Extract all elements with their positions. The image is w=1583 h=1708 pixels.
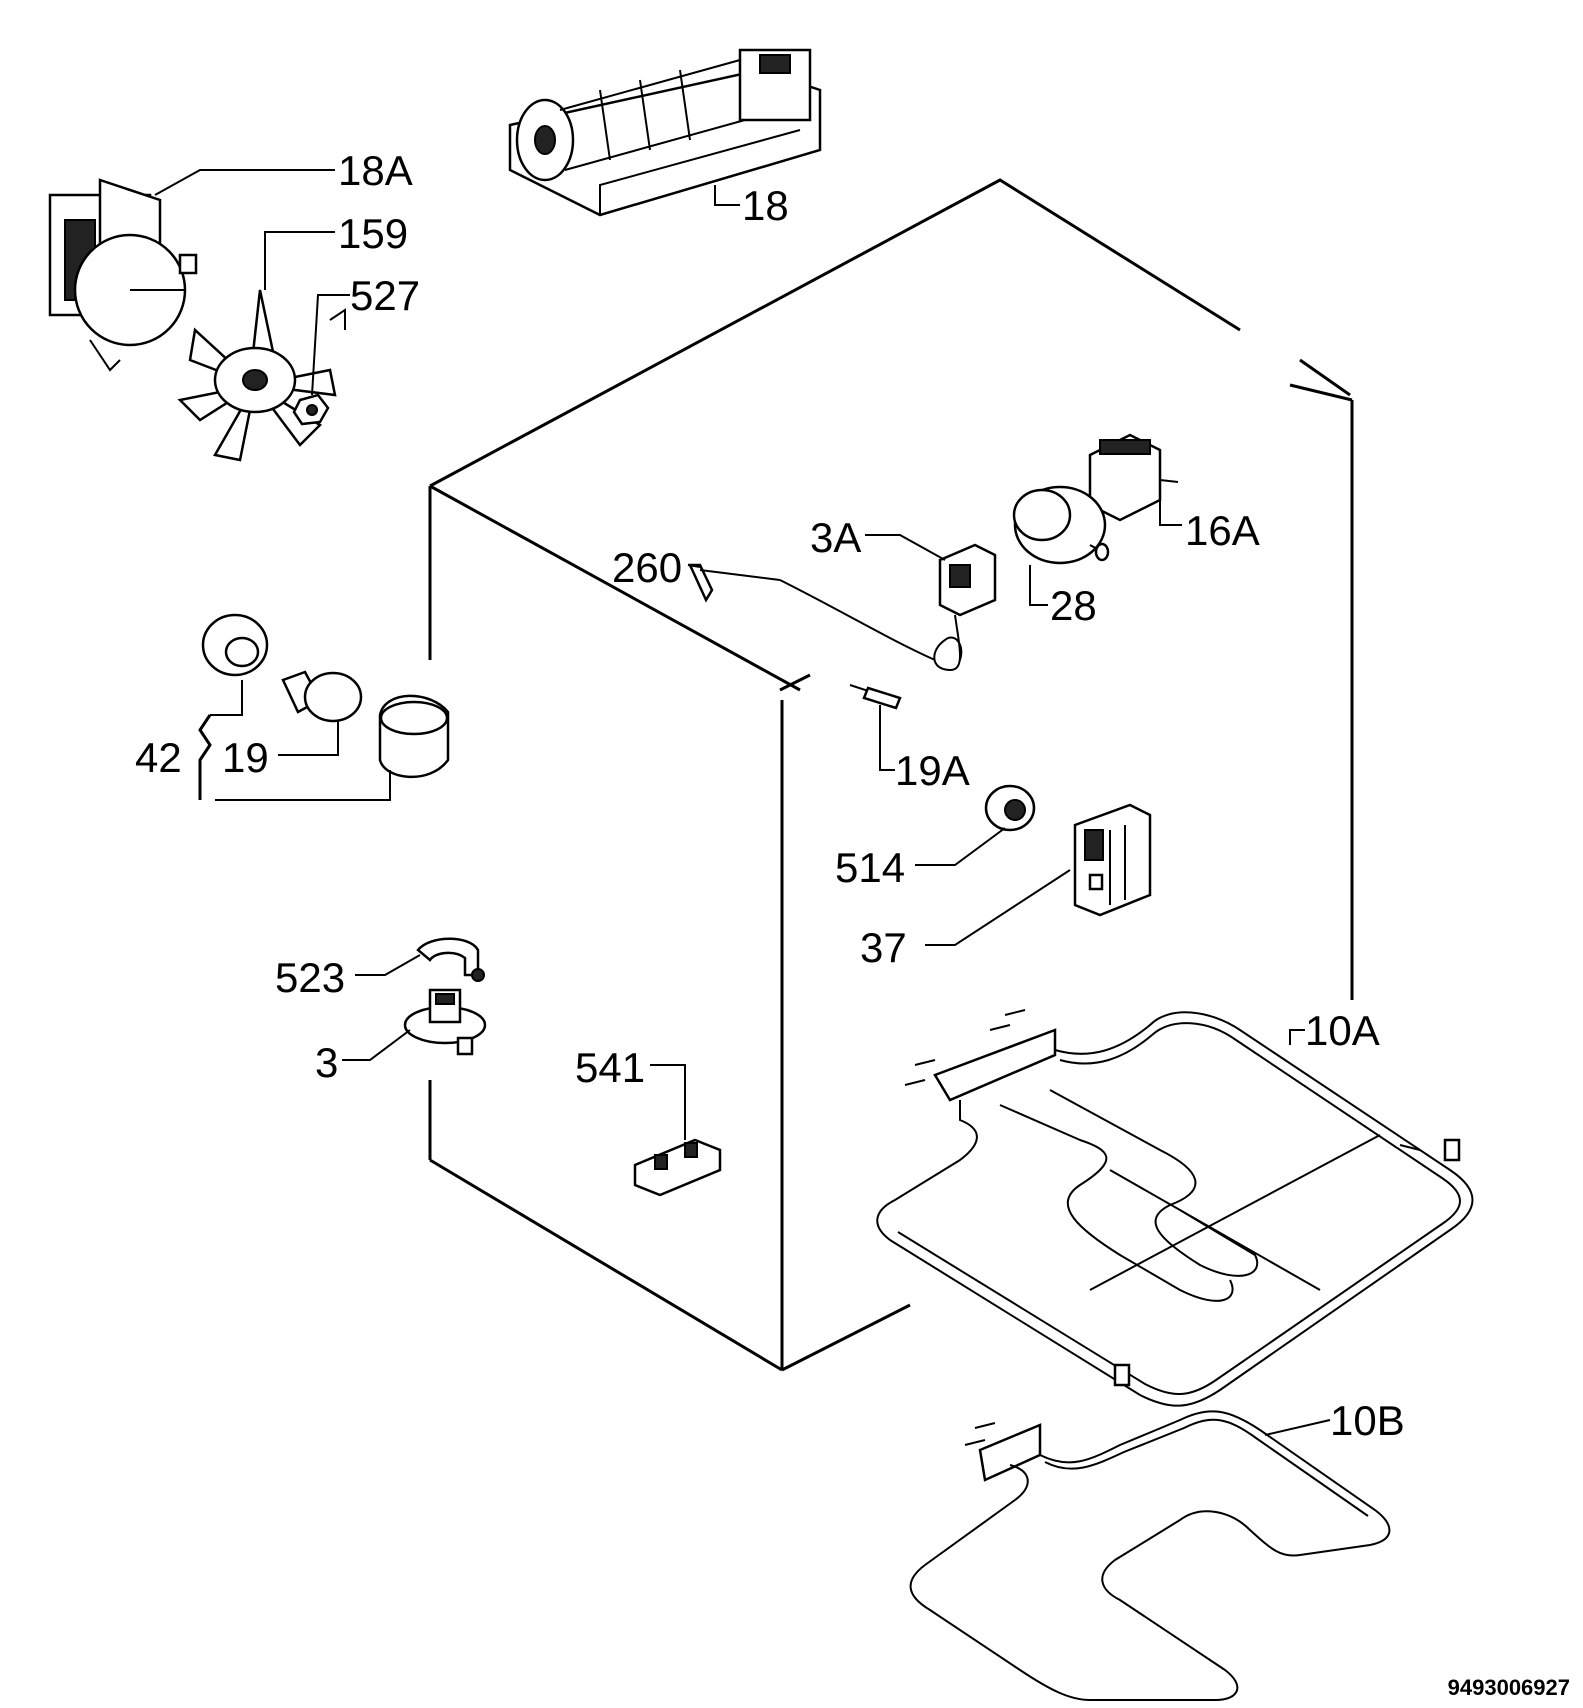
leader-527 bbox=[311, 294, 350, 396]
part-label-19a: 19A bbox=[895, 747, 970, 794]
leader-19 bbox=[278, 720, 339, 756]
part-label-10b: 10B bbox=[1330, 1397, 1405, 1444]
document-number: 9493006927 bbox=[1448, 1675, 1570, 1700]
part-label-28: 28 bbox=[1050, 582, 1097, 629]
leader-10a bbox=[1289, 1029, 1305, 1045]
terminal-block-drawing bbox=[633, 1138, 722, 1197]
safety-thermostat-drawing bbox=[403, 988, 487, 1056]
part-label-16a: 16A bbox=[1185, 507, 1260, 554]
pilot-lamp-drawing bbox=[849, 684, 902, 710]
leader-159 bbox=[264, 231, 335, 290]
leader-28 bbox=[1029, 565, 1048, 606]
part-label-10a: 10A bbox=[1305, 1007, 1380, 1054]
bottom-element-10b-drawing bbox=[909, 1410, 1391, 1701]
tangential-fan-drawing bbox=[508, 48, 822, 217]
part-label-260: 260 bbox=[612, 544, 682, 591]
thermostat-drawing bbox=[933, 543, 997, 672]
part-label-42: 42 bbox=[135, 734, 182, 781]
leader-16a bbox=[1159, 500, 1182, 526]
grommet-drawing bbox=[984, 784, 1036, 832]
lamp-assembly-drawing bbox=[201, 613, 450, 779]
leader-18 bbox=[714, 185, 740, 206]
leader-37 bbox=[925, 869, 1071, 946]
thermostat-probe-drawing bbox=[688, 563, 936, 661]
part-label-3: 3 bbox=[315, 1039, 338, 1086]
part-label-541: 541 bbox=[575, 1044, 645, 1091]
leader-18a bbox=[154, 169, 335, 196]
leader-260 bbox=[687, 564, 701, 568]
brace-42 bbox=[198, 714, 212, 800]
leader-3a bbox=[865, 534, 946, 561]
part-label-514: 514 bbox=[835, 844, 905, 891]
selector-switch-drawing bbox=[1088, 433, 1179, 522]
part-label-3a: 3A bbox=[810, 514, 861, 561]
grill-element-10a-drawing bbox=[876, 1009, 1474, 1407]
control-knob-drawing bbox=[1012, 485, 1110, 565]
part-label-159: 159 bbox=[338, 210, 408, 257]
leader-10b bbox=[1264, 1419, 1331, 1436]
leader-42-socket bbox=[210, 680, 243, 716]
part-label-18a: 18A bbox=[338, 147, 413, 194]
fan-nut-drawing bbox=[292, 308, 346, 426]
fan-impeller-drawing bbox=[177, 289, 337, 462]
part-label-18: 18 bbox=[742, 182, 789, 229]
part-label-19: 19 bbox=[222, 734, 269, 781]
part-label-527: 527 bbox=[350, 272, 420, 319]
leader-541 bbox=[650, 1064, 686, 1140]
leader-514 bbox=[915, 827, 1006, 866]
door-switch-drawing bbox=[1073, 803, 1152, 917]
part-label-523: 523 bbox=[275, 954, 345, 1001]
clip-drawing bbox=[416, 937, 485, 982]
fan-motor-drawing bbox=[48, 178, 198, 372]
leader-3 bbox=[342, 1029, 411, 1061]
oven-cavity-outline bbox=[428, 178, 1354, 1372]
leader-523 bbox=[355, 954, 421, 976]
part-label-37: 37 bbox=[860, 924, 907, 971]
leader-19a bbox=[879, 705, 895, 771]
leader-42-cover bbox=[215, 770, 391, 801]
